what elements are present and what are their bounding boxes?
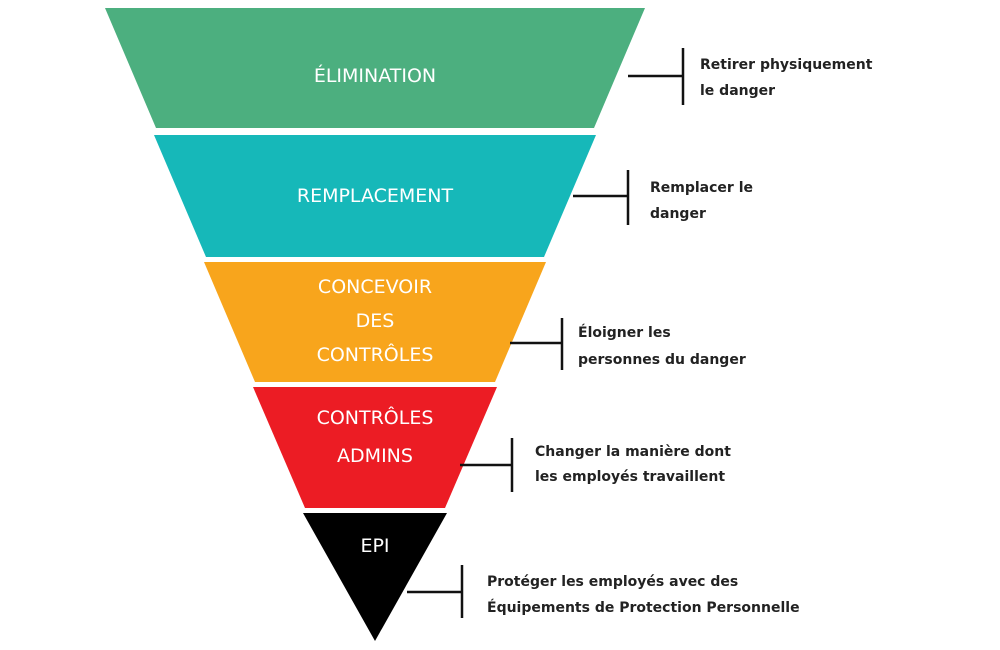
level-description: Éloigner les — [578, 324, 671, 341]
level-label: ÉLIMINATION — [314, 64, 436, 87]
level-label: DES — [356, 310, 395, 332]
level-label: ADMINS — [337, 445, 413, 467]
level-description: Changer la manière dont — [535, 444, 731, 460]
level-description: Protéger les employés avec des — [487, 574, 738, 590]
bracket-connector — [510, 318, 564, 370]
level-description: personnes du danger — [578, 352, 746, 368]
level-label: CONTRÔLES — [317, 342, 434, 366]
level-description: Remplacer le — [650, 180, 753, 196]
level-description: le danger — [700, 83, 775, 99]
level-description: Équipements de Protection Personnelle — [487, 599, 800, 616]
level-controles-admins-band — [253, 387, 497, 508]
level-label: CONCEVOIR — [318, 276, 432, 298]
level-elimination-band — [105, 8, 645, 128]
level-description: Retirer physiquement — [700, 57, 873, 73]
level-description: les employés travaillent — [535, 469, 725, 485]
level-description: danger — [650, 206, 706, 222]
level-concevoir-band — [204, 262, 546, 382]
bracket-connector — [628, 48, 685, 105]
level-label: EPI — [360, 535, 389, 557]
bracket-connector — [573, 170, 630, 225]
bracket-connector — [460, 438, 514, 492]
level-epi-band — [303, 513, 447, 641]
level-label: REMPLACEMENT — [297, 185, 454, 207]
level-remplacement-band — [154, 135, 596, 257]
bracket-connector — [407, 565, 464, 618]
level-label: CONTRÔLES — [317, 405, 434, 429]
